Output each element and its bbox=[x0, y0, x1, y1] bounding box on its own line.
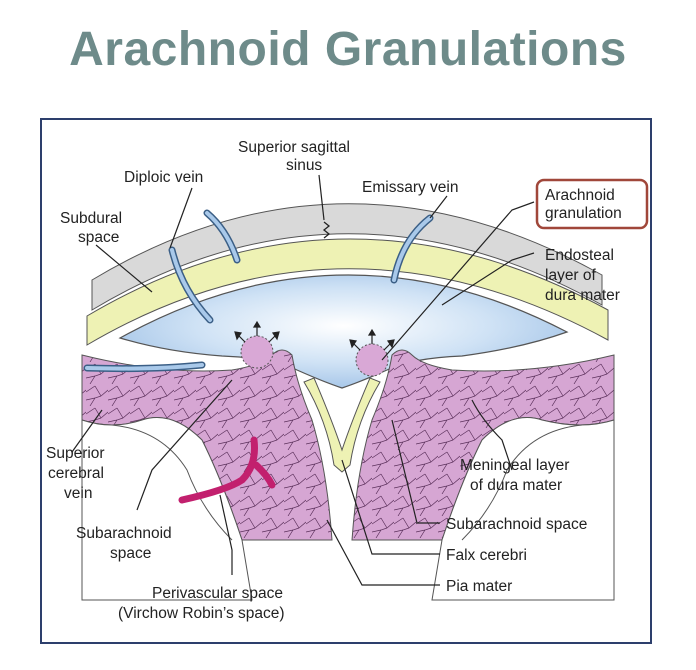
emissary-vein-core bbox=[392, 216, 432, 282]
perivascular-vessel bbox=[178, 436, 258, 504]
label-subarachnoid-space-left-1: Subarachnoid bbox=[76, 525, 172, 542]
scalp-vein-left-core bbox=[205, 211, 239, 262]
right-cortex bbox=[431, 417, 615, 601]
granulation-flow-arrows bbox=[234, 320, 395, 351]
falx-cerebri bbox=[303, 377, 381, 473]
left-granulation bbox=[240, 335, 274, 369]
slide-title: Arachnoid Granulations bbox=[69, 23, 627, 76]
label-perivascular-space-1: Perivascular space bbox=[152, 585, 283, 602]
label-subdural-space-1: Subdural bbox=[60, 210, 122, 227]
label-superior-cerebral-vein-1: Superior bbox=[46, 445, 105, 462]
perivascular-vessel-branch bbox=[252, 461, 276, 489]
label-perivascular-space-2: (Virchow Robin’s space) bbox=[118, 605, 285, 622]
label-superior-sagittal-sinus-1: Superior sagittal bbox=[238, 139, 350, 156]
label-superior-cerebral-vein-3: vein bbox=[64, 485, 92, 502]
leader-superior-sagittal-sinus bbox=[318, 174, 325, 221]
leader-diploic-vein bbox=[169, 187, 193, 249]
label-arachnoid-granulation-1: Arachnoid bbox=[545, 187, 615, 204]
label-endosteal-layer-2: layer of bbox=[545, 267, 597, 284]
leader-subarachnoid-right bbox=[391, 419, 440, 524]
label-subdural-space-2: space bbox=[78, 229, 119, 246]
label-endosteal-layer-1: Endosteal bbox=[545, 247, 614, 264]
label-falx-cerebri: Falx cerebri bbox=[446, 547, 527, 564]
leader-arachnoid-granulation bbox=[381, 201, 535, 361]
leader-pia-mater bbox=[326, 519, 440, 586]
leader-falx-cerebri bbox=[341, 459, 440, 555]
label-emissary-vein: Emissary vein bbox=[362, 179, 458, 196]
meninges-diagram: Superior sagittal sinus Diploic vein Emi… bbox=[46, 139, 649, 622]
label-superior-sagittal-sinus-2: sinus bbox=[286, 157, 322, 174]
leader-subarachnoid-left bbox=[136, 379, 233, 511]
sinus-septum bbox=[322, 221, 331, 239]
label-subarachnoid-space-right: Subarachnoid space bbox=[446, 516, 587, 533]
label-meningeal-layer-2: of dura mater bbox=[470, 477, 562, 494]
label-arachnoid-granulation-2: granulation bbox=[545, 205, 622, 222]
leader-emissary-vein bbox=[429, 195, 448, 219]
leader-meningeal-layer bbox=[471, 399, 513, 471]
left-sulcus bbox=[111, 424, 233, 541]
arachnoid-granulation-highlight bbox=[535, 178, 649, 230]
leader-superior-cerebral-vein bbox=[71, 409, 103, 453]
diploic-vein-core bbox=[170, 248, 212, 322]
label-meningeal-layer-1: Meningeal layer bbox=[460, 457, 569, 474]
label-endosteal-layer-3: dura mater bbox=[545, 287, 620, 304]
leader-endosteal-layer bbox=[441, 252, 535, 306]
label-subarachnoid-space-left-2: space bbox=[110, 545, 151, 562]
left-cortex bbox=[81, 417, 253, 601]
label-superior-cerebral-vein-2: cerebral bbox=[48, 465, 104, 482]
diagram-frame: Superior sagittal sinus Diploic vein Emi… bbox=[40, 118, 652, 644]
leader-subdural-space bbox=[95, 244, 153, 293]
superior-cerebral-vein-core bbox=[85, 363, 204, 371]
right-sulcus bbox=[461, 424, 583, 541]
label-diploic-vein: Diploic vein bbox=[124, 169, 203, 186]
right-granulation bbox=[355, 343, 389, 377]
leader-perivascular-space bbox=[219, 494, 233, 575]
label-pia-mater: Pia mater bbox=[446, 578, 512, 595]
